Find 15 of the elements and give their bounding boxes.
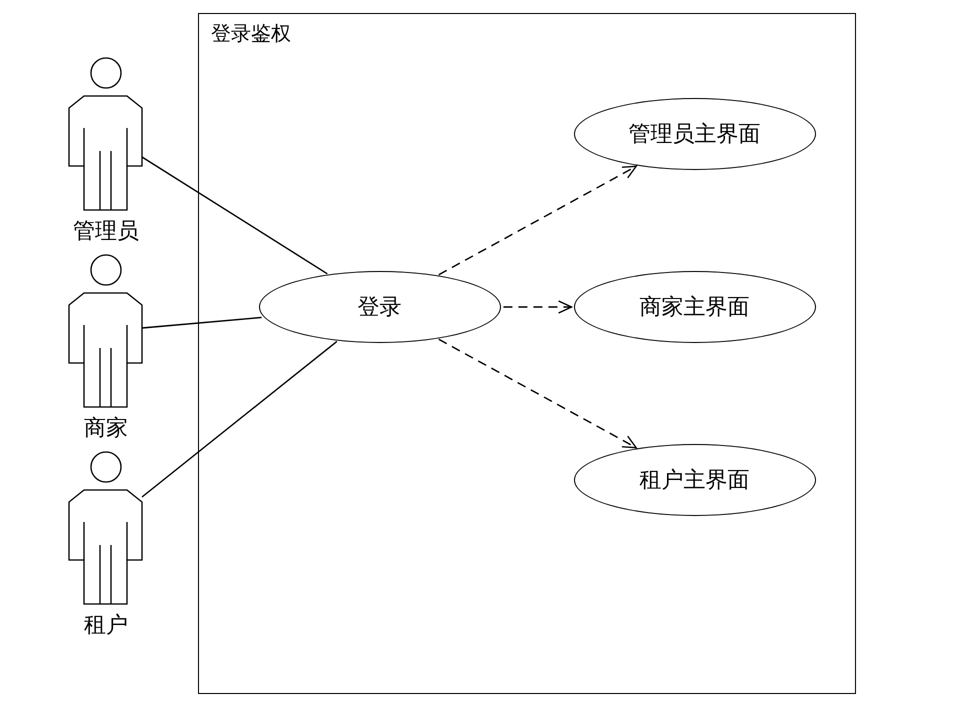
association-line (142, 340, 338, 498)
use-case-ellipse: 商家主界面 (574, 270, 816, 342)
association-line (142, 156, 328, 274)
actor-label: 管理员 (72, 218, 140, 246)
use-case-ellipse: 租户主界面 (574, 444, 816, 516)
association-line (142, 316, 262, 329)
arrow (503, 300, 572, 314)
boundary-title: 登录鉴权 (211, 20, 291, 47)
use-case-ellipse: 登录 (258, 270, 500, 342)
arrow (438, 338, 637, 448)
use-case-ellipse: 管理员主界面 (574, 98, 816, 170)
actor-label: 租户 (83, 612, 129, 640)
system-boundary (198, 13, 856, 694)
arrow (438, 166, 637, 276)
actor-label: 商家 (83, 415, 129, 443)
